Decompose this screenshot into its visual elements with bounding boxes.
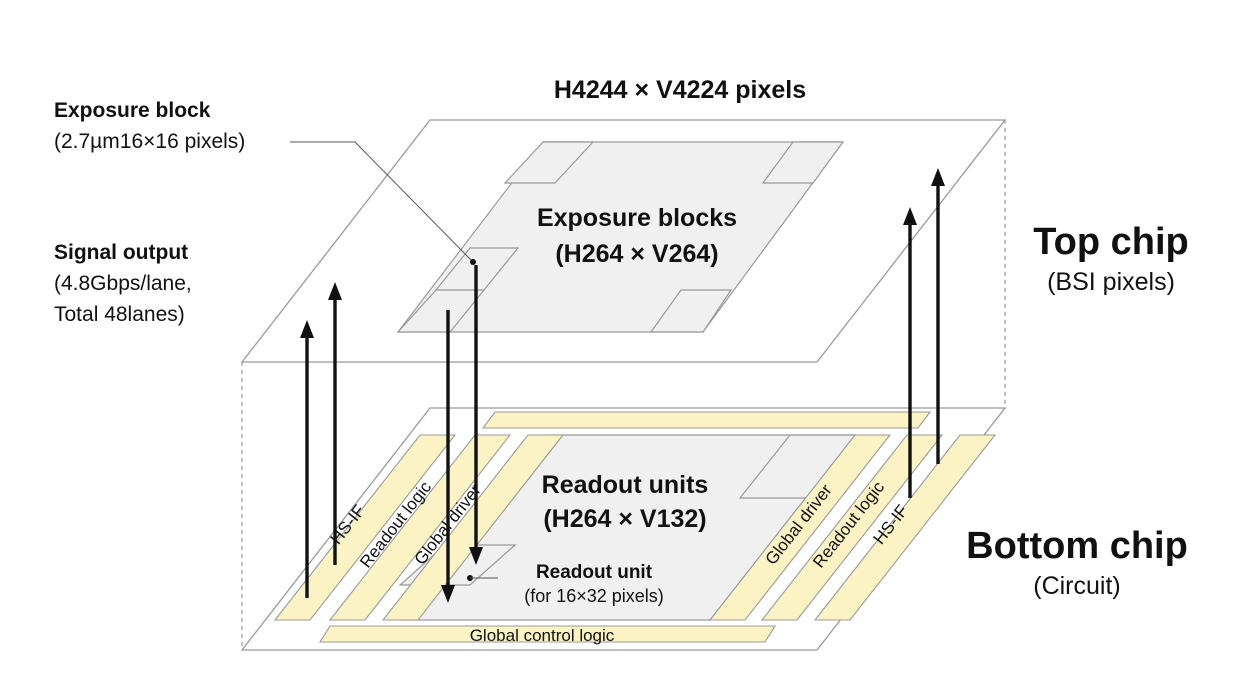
readout-units-title: Readout units [542, 471, 709, 499]
exposure-blocks-title: Exposure blocks [537, 204, 737, 232]
exposure-corner-top-right [761, 141, 845, 184]
arrow-right-outer-up-head [931, 168, 945, 186]
strip-right-readout-logic [760, 434, 944, 621]
bottom-chip-label: Bottom chip [966, 525, 1188, 567]
arrow-middle-left-down-head [441, 585, 455, 603]
top-chip-sublabel: (BSI pixels) [1047, 268, 1175, 296]
strip-left-readout-logic [328, 434, 512, 621]
arrow-middle-right-down-head [469, 547, 483, 565]
arrow-right-inner-up-head [903, 207, 917, 225]
signal-output-lanes: Total 48lanes) [54, 303, 185, 326]
exposure-corner-top-left [503, 141, 595, 184]
exposure-block-detail: (2.7µm16×16 pixels) [54, 130, 245, 153]
readout-unit-title: Readout unit [536, 562, 653, 583]
strip-left-hsif [273, 434, 457, 621]
exposure-block-cell-lower [396, 289, 486, 333]
exposure-block-leader [290, 141, 474, 263]
strip-global-control-logic [319, 625, 776, 643]
arrow-left-inner-up-head [328, 282, 342, 300]
label-global-control-logic: Global control logic [470, 626, 615, 645]
strip-left-global-driver [381, 434, 565, 621]
readout-unit-detail: (for 16×32 pixels) [524, 586, 664, 606]
exposure-corner-bottom-right [649, 289, 733, 333]
exposure-block-title: Exposure block [54, 99, 211, 122]
signal-output-rate: (4.8Gbps/lane, [54, 272, 192, 295]
strip-top-band [481, 411, 932, 429]
pixel-resolution-title: H4244 × V4224 pixels [554, 76, 806, 104]
signal-output-title: Signal output [54, 241, 188, 264]
strip-right-global-driver [708, 434, 892, 621]
exposure-block-dot [470, 259, 476, 265]
arrow-left-outer-up-head [300, 320, 314, 338]
readout-units-size: (H264 × V132) [543, 505, 706, 533]
top-chip-label: Top chip [1033, 221, 1189, 263]
strip-right-hsif [813, 434, 997, 621]
exposure-blocks-size: (H264 × V264) [555, 240, 718, 268]
bottom-chip-sublabel: (Circuit) [1033, 572, 1121, 600]
